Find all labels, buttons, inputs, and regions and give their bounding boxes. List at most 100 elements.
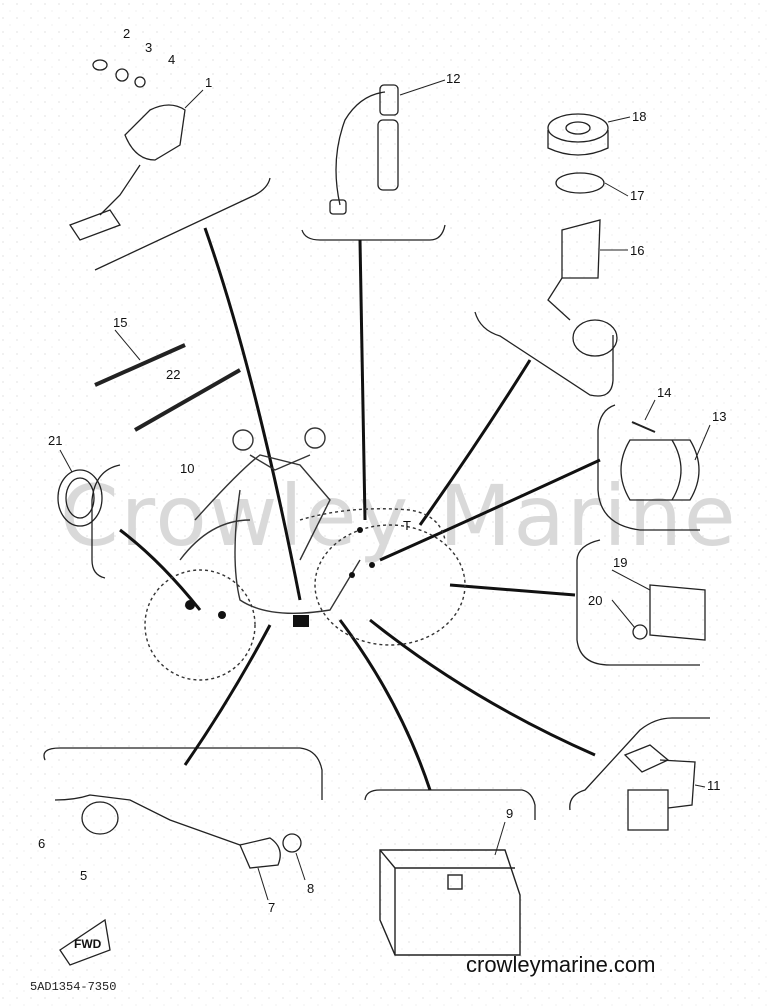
part-21-drawing	[57, 469, 103, 527]
frame-top-right	[474, 311, 614, 397]
part-13-seam	[671, 439, 682, 501]
harness-drawing	[54, 794, 302, 869]
part-7-connector	[239, 837, 281, 869]
leader-19	[449, 583, 576, 597]
panel-frames	[43, 177, 710, 820]
tie-15	[94, 343, 186, 387]
callout-6: 6	[38, 836, 45, 851]
callout-10: 10	[180, 461, 194, 476]
grommet-18	[547, 113, 609, 143]
fwd-text: FWD	[74, 937, 102, 951]
leader-9	[338, 619, 432, 791]
tie-22	[134, 368, 241, 432]
leader-13	[379, 458, 601, 562]
handlebar-frame	[194, 454, 331, 561]
washer-3	[115, 68, 129, 82]
plate-19	[649, 584, 706, 641]
leader-5	[183, 624, 272, 766]
callout-18: 18	[632, 109, 646, 124]
point-center-2	[369, 562, 375, 568]
frame-lower-left	[43, 747, 323, 800]
callout-11: 11	[707, 778, 721, 793]
battery-drawing	[379, 849, 521, 956]
seal-17	[555, 172, 605, 194]
part-12-drawing	[329, 84, 399, 215]
frame-top-left	[94, 177, 271, 271]
leader-11	[369, 618, 596, 757]
callout-13: 13	[712, 409, 726, 424]
clamp-21	[57, 469, 103, 527]
part-1-connector	[69, 209, 121, 241]
mirror-right	[304, 427, 326, 449]
leader-16	[418, 359, 532, 526]
screw-2	[92, 59, 108, 71]
battery-9-terminal	[447, 874, 463, 890]
fuel-sender-drawing	[547, 113, 618, 357]
point-front	[185, 600, 195, 610]
drawing-code: 5AD1354-7350	[30, 980, 116, 994]
callout-7: 7	[268, 900, 275, 915]
leader-21	[119, 528, 202, 611]
nut-4	[134, 76, 146, 88]
sender-16-float	[572, 319, 618, 357]
leader-lines	[119, 227, 601, 791]
callout-20: 20	[588, 593, 602, 608]
part-12-plug	[329, 199, 347, 215]
callout-4: 4	[168, 52, 175, 67]
frame-top-center	[301, 224, 446, 241]
rear-body	[314, 524, 466, 646]
part-5-body	[81, 801, 119, 835]
point-center-3	[357, 527, 363, 533]
cable-ties-drawing	[94, 343, 241, 432]
point-center-1	[349, 572, 355, 578]
point-front-2	[218, 611, 226, 619]
callout-17: 17	[630, 188, 644, 203]
scooter-outline	[144, 427, 466, 681]
part-12-body	[377, 119, 399, 191]
fwd-tag-shape	[59, 918, 111, 966]
callout-labels: 1 2 3 4 5 6 7 8 9 10 11 12 13 14 15 16 1…	[38, 26, 726, 915]
scooter-connection-points	[185, 527, 375, 627]
callout-15: 15	[113, 315, 127, 330]
relay-11-leader	[659, 759, 696, 809]
callout-19: 19	[613, 555, 627, 570]
leader-1	[203, 227, 302, 601]
callout-5: 5	[80, 868, 87, 883]
handlebar	[249, 454, 311, 471]
site-credit: crowleymarine.com	[466, 952, 656, 977]
part-13-body	[620, 439, 700, 501]
part-8-cap	[282, 833, 302, 853]
callout-14: 14	[657, 385, 671, 400]
fasteners-2-3-4	[92, 59, 146, 88]
front-fender	[179, 519, 251, 561]
part-13-drawing	[620, 421, 700, 501]
callout-12: 12	[446, 71, 460, 86]
callout-leaders	[59, 79, 711, 901]
frame-starter	[597, 404, 700, 531]
part-1-drawing	[69, 104, 186, 241]
part-1-body	[124, 104, 186, 161]
callout-16: 16	[630, 243, 644, 258]
grommet-18-hole	[565, 121, 591, 135]
mirror-left	[232, 429, 254, 451]
leader-12	[358, 239, 367, 521]
callout-21: 21	[48, 433, 62, 448]
harness-line	[54, 794, 241, 846]
battery-9-body	[379, 849, 521, 956]
callout-1: 1	[205, 75, 212, 90]
fwd-tag: FWD	[59, 918, 111, 966]
part-12-cable	[335, 91, 386, 206]
sender-16-body	[561, 219, 601, 279]
relays-drawing	[623, 744, 696, 831]
callout-3: 3	[145, 40, 152, 55]
grommet-18-side	[547, 130, 609, 156]
callout-9: 9	[506, 806, 513, 821]
bolt-14	[631, 421, 656, 433]
part-1-wire	[99, 164, 141, 216]
floor-frame	[234, 489, 361, 614]
clamp-21-inner	[65, 477, 95, 519]
frame-relay	[569, 717, 710, 811]
frame-battery	[364, 789, 536, 820]
